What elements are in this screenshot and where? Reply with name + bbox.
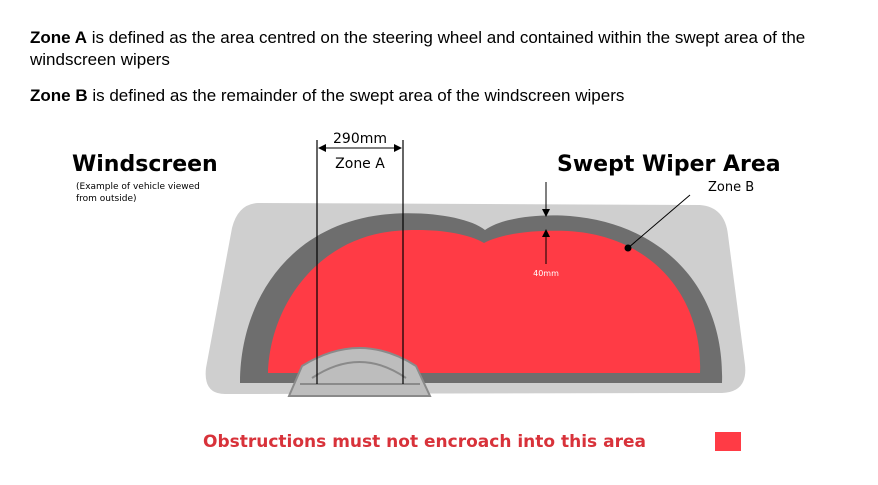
windscreen-note-line2: from outside)	[76, 194, 137, 204]
windscreen-note-line1: (Example of vehicle viewed	[76, 182, 200, 192]
zone-b-definition-text: is defined as the remainder of the swept…	[92, 86, 625, 105]
warning-text: Obstructions must not encroach into this…	[203, 432, 646, 452]
zone-a-term: Zone A	[30, 28, 87, 47]
zone-a-definition: Zone A is defined as the area centred on…	[30, 27, 850, 71]
border-width-label: 40mm	[533, 269, 559, 278]
zone-b-label: Zone B	[708, 180, 754, 195]
border-width-arrows	[542, 182, 550, 264]
obstruction-zone	[268, 230, 701, 373]
zone-a-label: Zone A	[335, 156, 385, 172]
swept-area-title: Swept Wiper Area	[557, 152, 781, 177]
zone-b-marker-dot	[624, 244, 632, 252]
zone-b-leader-line	[627, 194, 691, 249]
zone-a-width-arrow	[318, 144, 402, 152]
obstruction-zone-swatch	[715, 432, 741, 451]
zone-a-definition-text: is defined as the area centred on the st…	[30, 28, 806, 69]
zone-b-definition: Zone B is defined as the remainder of th…	[30, 85, 624, 107]
zone-a-width-label: 290mm	[333, 131, 387, 147]
zone-b-term: Zone B	[30, 86, 88, 105]
steering-wheel	[287, 347, 432, 397]
windscreen-title: Windscreen	[72, 152, 218, 177]
